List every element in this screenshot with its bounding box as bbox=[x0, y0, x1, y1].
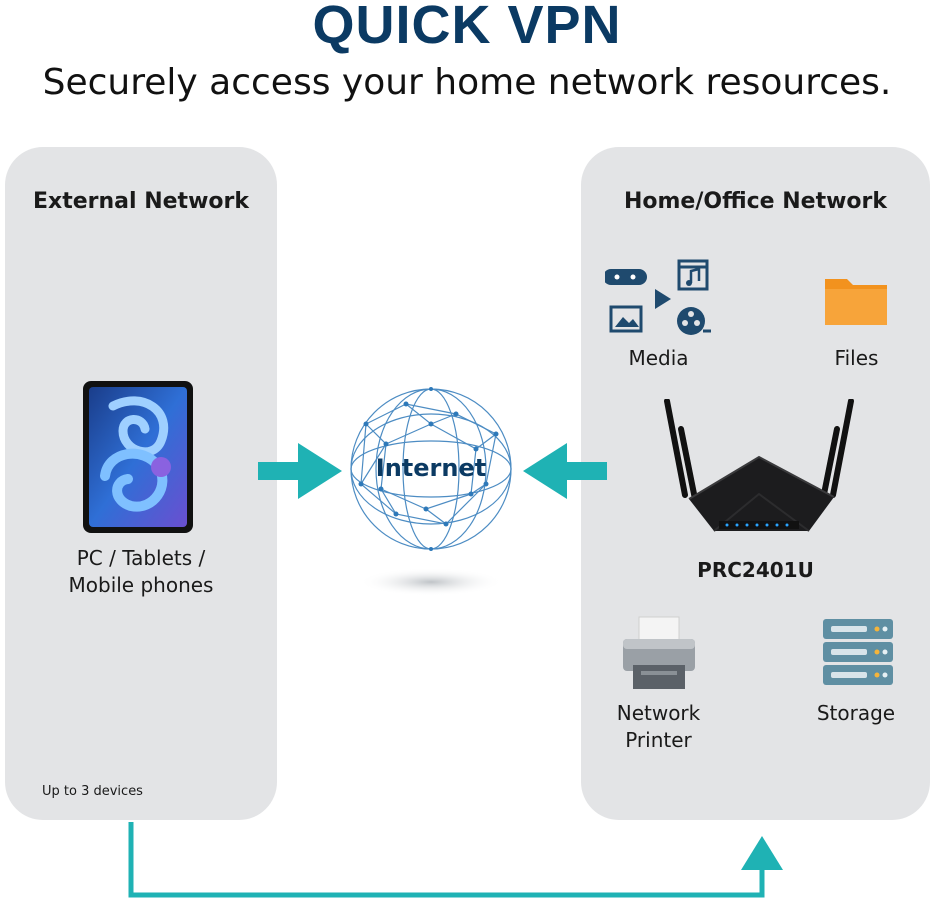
page-title: QUICK VPN bbox=[312, 0, 622, 55]
printer-label-line2: Printer bbox=[625, 728, 692, 752]
media-label: Media bbox=[628, 346, 689, 370]
page-subtitle: Securely access your home network resour… bbox=[42, 62, 892, 103]
printer-icon bbox=[619, 615, 699, 693]
external-network-title: External Network bbox=[33, 189, 249, 214]
router-icon bbox=[659, 399, 859, 549]
device-limit-note: Up to 3 devices bbox=[42, 784, 143, 799]
home-network-title: Home/Office Network bbox=[623, 189, 888, 214]
folder-icon bbox=[823, 273, 889, 327]
files-label: Files bbox=[834, 346, 879, 370]
home-network-panel: Home/Office Network Media bbox=[581, 147, 930, 820]
external-network-panel: External Network PC / Tablets / Mobile p… bbox=[5, 147, 277, 820]
arrow-left-icon bbox=[523, 443, 607, 499]
device-label-line1: PC / Tablets / bbox=[76, 546, 206, 570]
printer-label-line1: Network bbox=[616, 701, 701, 725]
media-icon bbox=[605, 259, 715, 339]
internet-label: Internet bbox=[375, 454, 487, 482]
tablet-icon bbox=[83, 381, 193, 533]
device-label-line2: Mobile phones bbox=[68, 573, 214, 597]
router-model: PRC2401U bbox=[697, 558, 814, 582]
arrow-right-icon bbox=[258, 443, 342, 499]
storage-label: Storage bbox=[816, 701, 896, 725]
internet-globe-icon bbox=[346, 384, 516, 604]
storage-icon bbox=[821, 617, 895, 689]
